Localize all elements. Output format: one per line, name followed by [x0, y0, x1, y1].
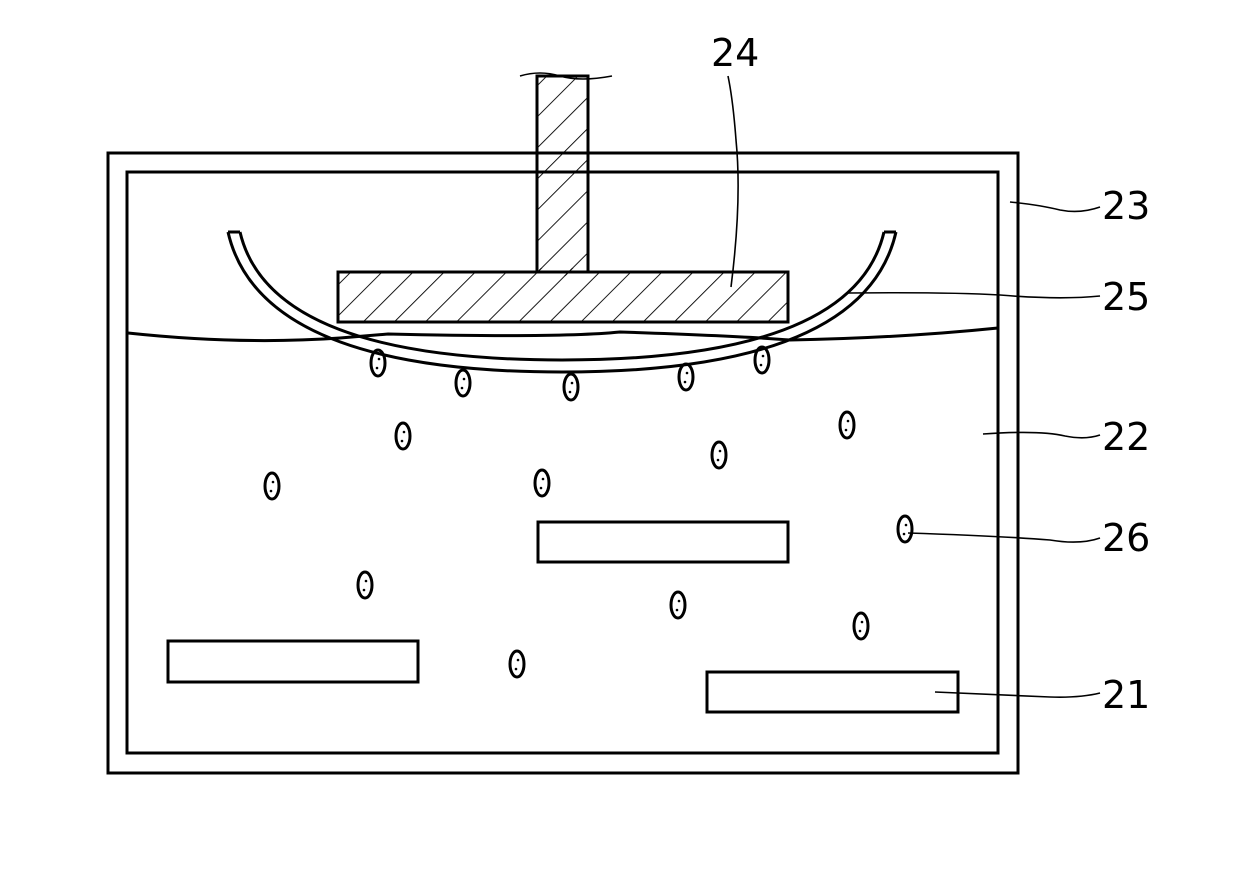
- particle: [265, 473, 279, 499]
- particle: [358, 572, 372, 598]
- holder-shaft: [537, 76, 588, 272]
- substrate-right: [707, 672, 958, 712]
- label-26: 26: [1102, 516, 1150, 560]
- label-22: 22: [1102, 415, 1150, 459]
- leader-line-25: [848, 293, 1100, 298]
- holder-seam-mask: [539, 268, 586, 276]
- particle: [679, 364, 693, 390]
- leader-line-23: [1010, 202, 1100, 211]
- leader-line-24: [728, 76, 738, 287]
- label-21: 21: [1102, 673, 1150, 717]
- particle: [854, 613, 868, 639]
- label-25: 25: [1102, 275, 1150, 319]
- particle: [510, 651, 524, 677]
- particle: [712, 442, 726, 468]
- leader-line-26: [908, 533, 1100, 542]
- holder-plate: [338, 272, 788, 322]
- particle: [535, 470, 549, 496]
- label-23: 23: [1102, 184, 1150, 228]
- particles: [265, 347, 912, 677]
- substrate-left: [168, 641, 418, 682]
- liquid-surface: [128, 328, 998, 341]
- label-24: 24: [711, 31, 759, 75]
- particle: [840, 412, 854, 438]
- particle: [456, 370, 470, 396]
- particle: [898, 516, 912, 542]
- particle: [755, 347, 769, 373]
- particle: [564, 374, 578, 400]
- substrate-center: [538, 522, 788, 562]
- particle: [396, 423, 410, 449]
- particle: [671, 592, 685, 618]
- leader-line-22: [983, 432, 1100, 437]
